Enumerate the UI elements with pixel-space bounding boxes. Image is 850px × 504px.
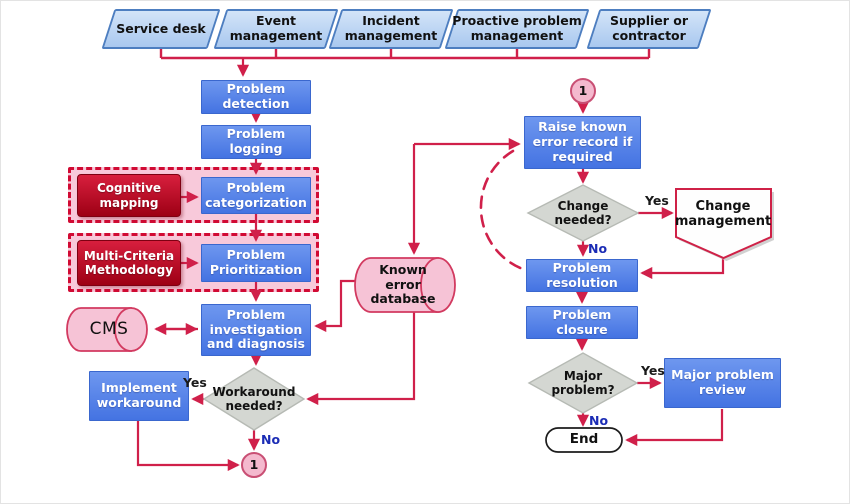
process-problem-detection: Problem detection — [201, 80, 311, 114]
process-problem-categorization: Problem categorization — [201, 177, 311, 214]
decision-change-needed-label: Change needed? — [554, 198, 612, 227]
label-no-workaround: No — [261, 432, 281, 447]
input-service-desk: Service desk — [101, 9, 221, 49]
kedb-cylinder-body — [354, 257, 439, 313]
label-yes-major: Yes — [641, 363, 665, 378]
process-implement-workaround: Implement workaround — [89, 371, 189, 421]
process-problem-investigation: Problem investigation and diagnosis — [201, 304, 311, 356]
loop-arc — [479, 149, 540, 275]
process-problem-logging: Problem logging — [201, 125, 311, 159]
decision-workaround-needed-label: Workaround needed? — [212, 384, 296, 413]
process-problem-prioritization: Problem Prioritization — [201, 244, 311, 282]
input-label: Service desk — [116, 20, 206, 36]
input-label: Event management — [229, 13, 323, 43]
method-multi-criteria: Multi-Criteria Methodology — [77, 240, 181, 286]
process-raise-known-error: Raise known error record if required — [524, 116, 641, 169]
label-yes-workaround: Yes — [183, 375, 207, 390]
change-needed-diamond — [526, 184, 640, 242]
edge-kedb-workaround — [306, 312, 416, 406]
connector-1-top-label: 1 — [578, 82, 588, 98]
kedb-cylinder-cap — [420, 257, 456, 313]
input-supplier-or-contractor: Supplier or contractor — [586, 9, 712, 49]
process-problem-resolution: Problem resolution — [526, 259, 638, 292]
cms-cylinder-body — [66, 307, 132, 352]
connector-1-bottom-circle — [241, 452, 267, 478]
input-label: Proactive problem management — [452, 13, 582, 43]
edge-implement-connector1 — [136, 421, 240, 472]
label-yes-change: Yes — [645, 193, 669, 208]
label-no-major: No — [589, 413, 609, 428]
process-problem-closure: Problem closure — [526, 306, 638, 339]
process-major-problem-review: Major problem review — [664, 358, 781, 408]
edge-changemgmt-resolution — [640, 258, 725, 280]
change-management-label: Change management — [674, 198, 772, 229]
connector-1-top-circle — [570, 78, 596, 104]
datastore-kedb-label: Known error database — [370, 261, 436, 307]
method-cognitive-mapping: Cognitive mapping — [77, 174, 181, 217]
end-terminator-shape — [545, 427, 623, 453]
input-proactive-problem-management: Proactive problem management — [444, 9, 590, 49]
change-management-shape — [675, 188, 772, 260]
input-incident-management: Incident management — [328, 9, 454, 49]
connector-1-bottom-label: 1 — [249, 456, 259, 472]
label-no-change: No — [588, 241, 608, 256]
end-label: End — [569, 431, 599, 448]
input-label: Incident management — [344, 13, 438, 43]
edge-review-end — [625, 409, 724, 447]
workaround-needed-diamond — [202, 367, 306, 431]
cms-cylinder-cap — [114, 307, 148, 352]
input-bus-line — [159, 49, 651, 60]
input-label: Supplier or contractor — [609, 13, 689, 43]
decision-major-problem-label: Major problem? — [551, 368, 615, 397]
datastore-cms-label: CMS — [89, 318, 129, 339]
input-event-management: Event management — [213, 9, 339, 49]
major-problem-diamond — [527, 352, 639, 414]
